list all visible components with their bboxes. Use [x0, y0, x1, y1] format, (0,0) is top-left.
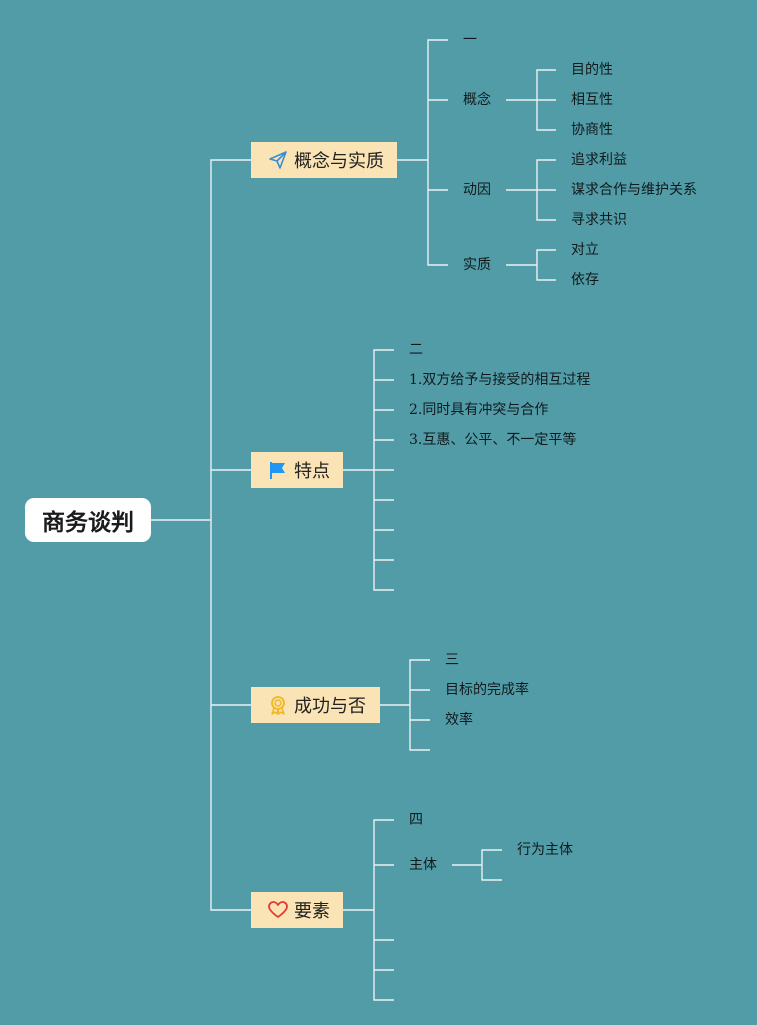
node-number[interactable]: 四 — [409, 812, 423, 828]
leaf-node[interactable]: 3.互惠、公平、不一定平等 — [409, 432, 577, 448]
leaf-node[interactable]: 依存 — [571, 272, 599, 288]
branch-label: 成功与否 — [294, 696, 366, 717]
node-subject[interactable]: 主体 — [409, 857, 437, 873]
connector-line — [210, 159, 251, 911]
heart-icon — [267, 899, 289, 921]
connector-line — [481, 849, 502, 881]
leaf-node[interactable]: 对立 — [571, 242, 599, 258]
branch-elements[interactable]: 要素 — [251, 892, 343, 928]
leaf-node[interactable]: 寻求共识 — [571, 212, 627, 228]
branch-label: 要素 — [294, 901, 330, 922]
node-concept[interactable]: 概念 — [463, 92, 491, 108]
branch-success[interactable]: 成功与否 — [251, 687, 380, 723]
leaf-node[interactable]: 目的性 — [571, 62, 613, 78]
leaf-node[interactable]: 追求利益 — [571, 152, 627, 168]
connector-line — [373, 819, 394, 1001]
connector-line — [536, 249, 556, 281]
root-topic[interactable]: 商务谈判 — [25, 498, 151, 542]
leaf-node[interactable]: 2.同时具有冲突与合作 — [409, 402, 549, 418]
node-essence[interactable]: 实质 — [463, 257, 491, 273]
leaf-node[interactable]: 谋求合作与维护关系 — [571, 182, 697, 198]
node-number[interactable]: 一 — [463, 32, 477, 48]
leaf-node[interactable]: 行为主体 — [517, 842, 573, 858]
leaf-node[interactable]: 效率 — [445, 712, 473, 728]
leaf-node[interactable]: 相互性 — [571, 92, 613, 108]
flag-icon — [267, 459, 289, 481]
node-number[interactable]: 三 — [445, 652, 459, 668]
branch-label: 概念与实质 — [294, 151, 384, 172]
node-motive[interactable]: 动因 — [463, 182, 491, 198]
connector-line — [409, 659, 430, 751]
leaf-node[interactable]: 目标的完成率 — [445, 682, 529, 698]
branch-label: 特点 — [294, 461, 330, 482]
branch-features[interactable]: 特点 — [251, 452, 343, 488]
connector-line — [427, 39, 448, 266]
node-number[interactable]: 二 — [409, 342, 423, 358]
branch-concept-essence[interactable]: 概念与实质 — [251, 142, 397, 178]
leaf-node[interactable]: 1.双方给予与接受的相互过程 — [409, 372, 591, 388]
award-ribbon-icon — [267, 694, 289, 716]
leaf-node[interactable]: 协商性 — [571, 122, 613, 138]
paper-plane-icon — [267, 149, 289, 171]
